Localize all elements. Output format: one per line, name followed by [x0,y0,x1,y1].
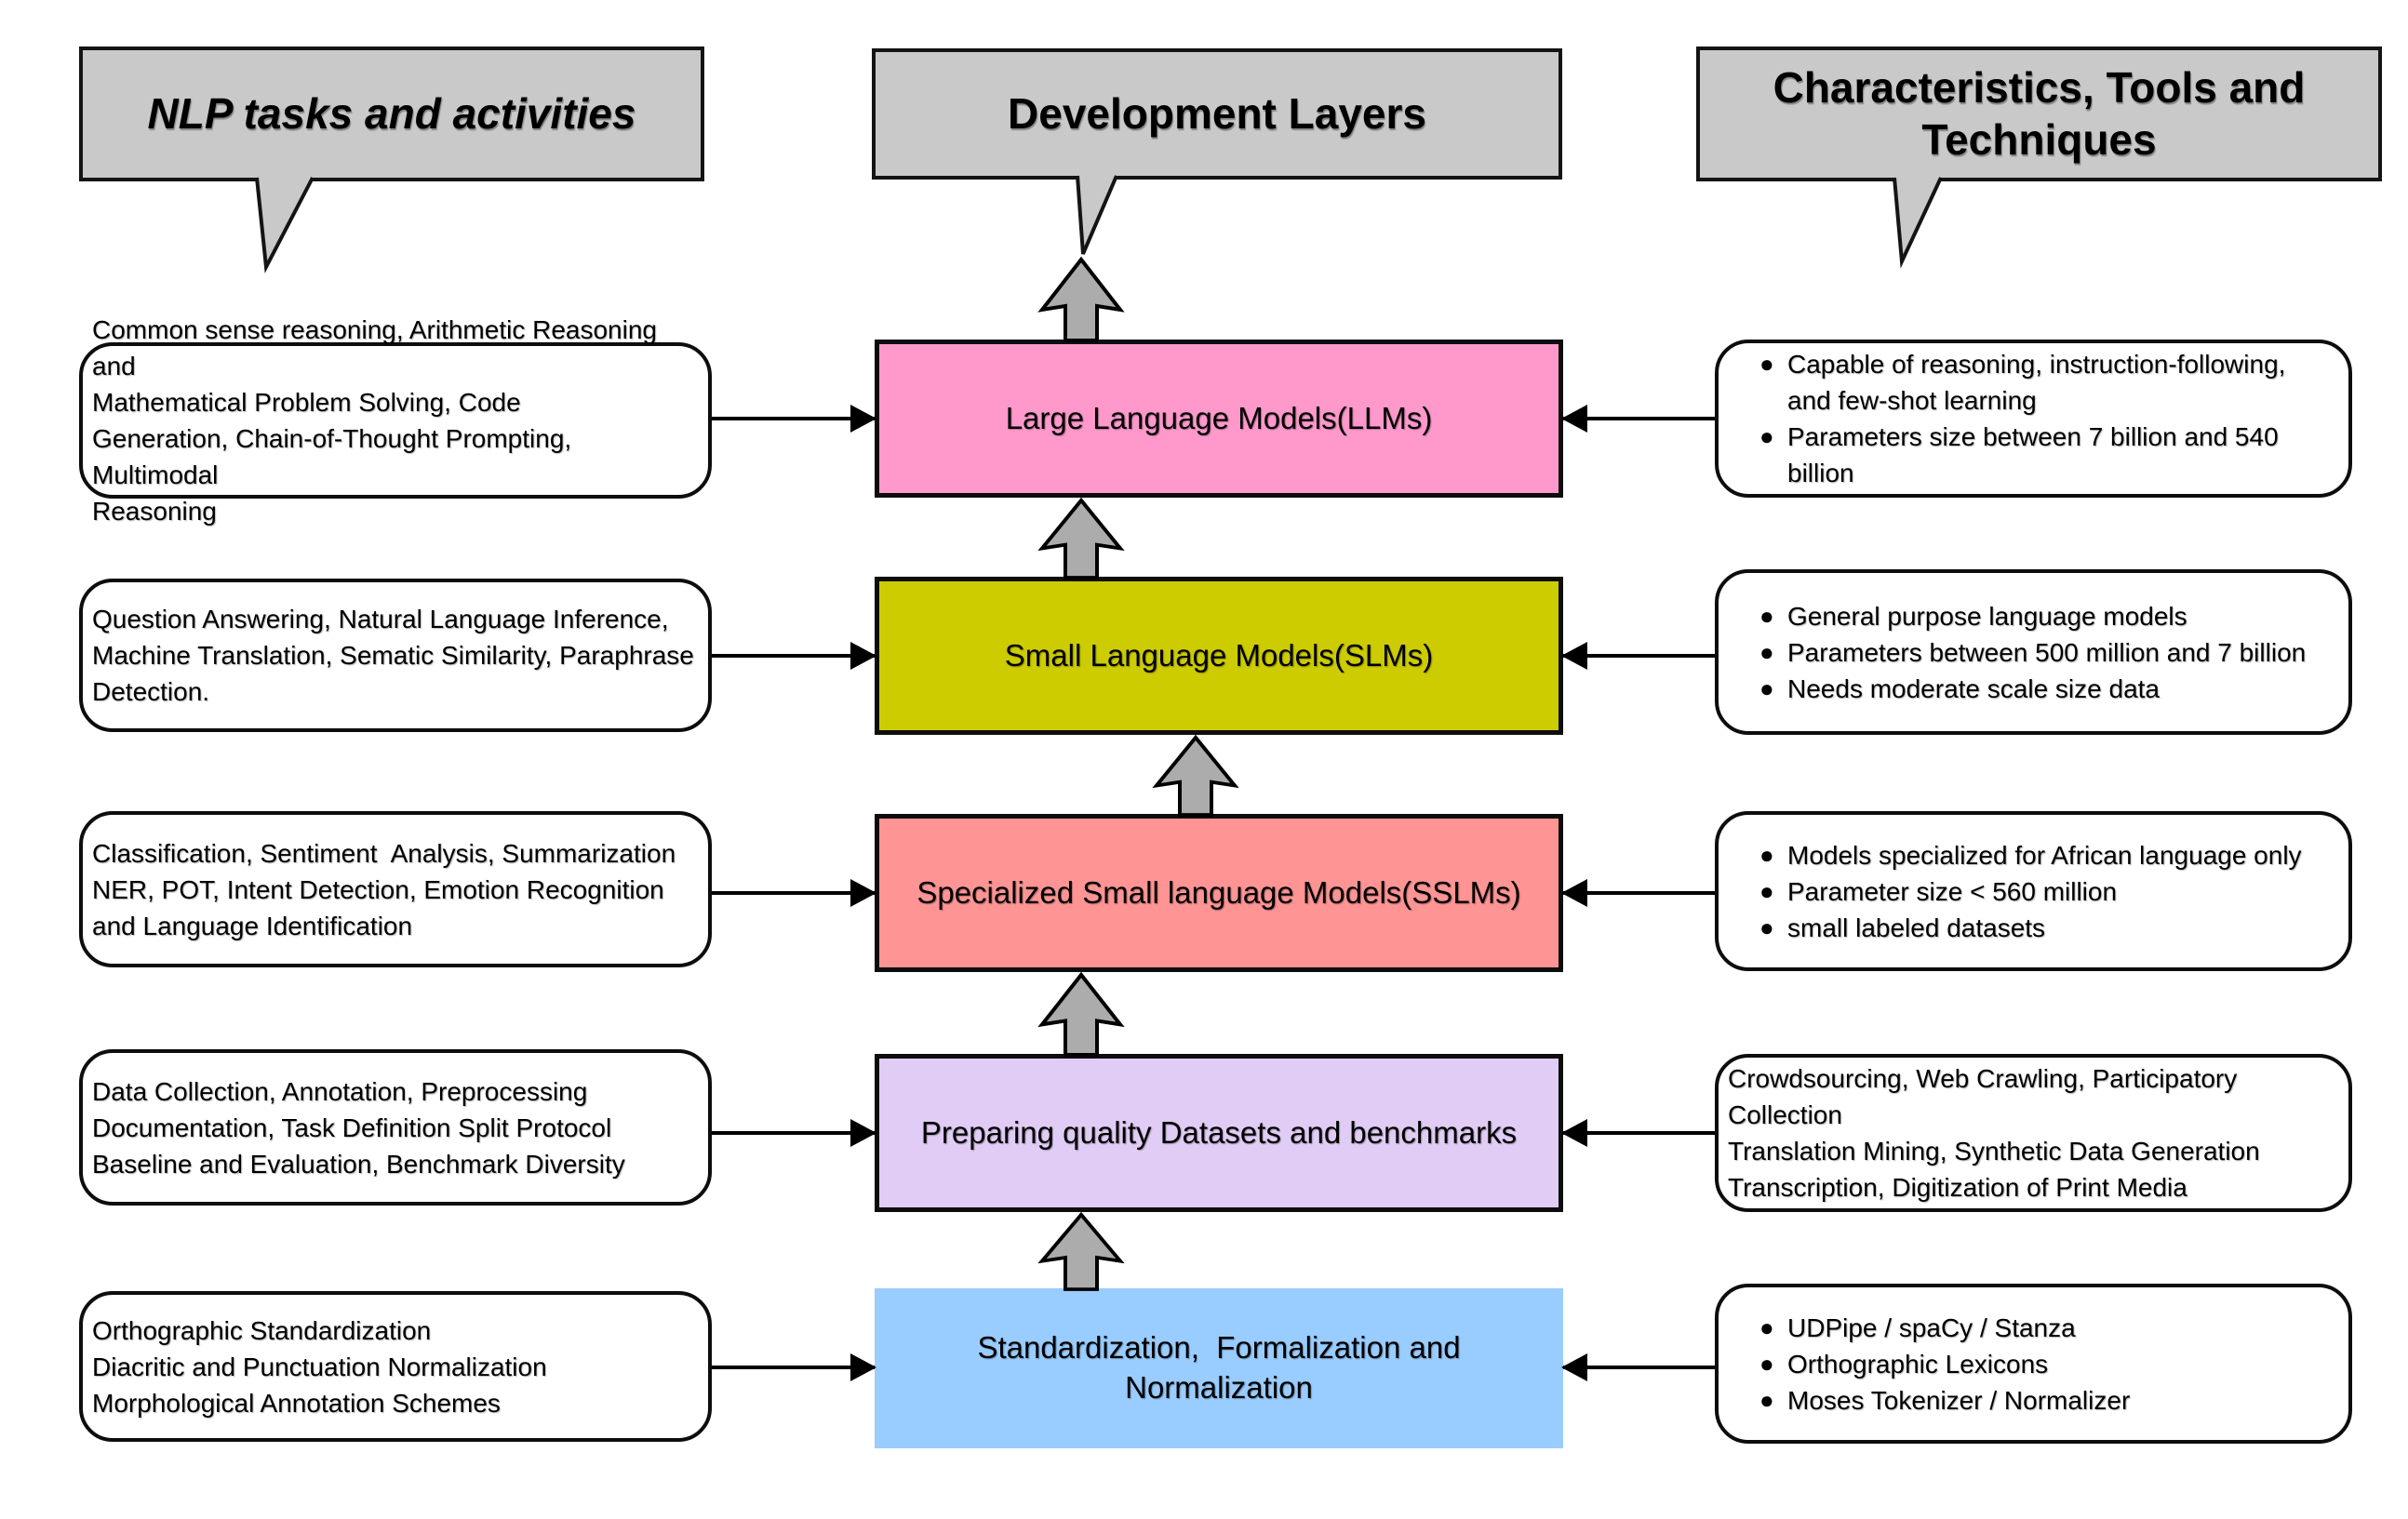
bullet-item: ● Needs moderate scale size data [1759,671,2326,707]
bullet-dot: ● [1759,637,1774,666]
center-column-header-bubble: Development Layers [872,48,1562,180]
bullet-item: ● Parameters size between 7 billion and … [1759,419,2326,491]
left-box-standardization: Orthographic Standardization Diacritic a… [79,1291,712,1442]
center-column-header-label: Development Layers [1008,88,1426,138]
right-box-datasets: Crowdsourcing, Web Crawling, Participato… [1715,1054,2352,1212]
bullet-item: ● Parameter size < 560 million [1759,873,2326,910]
bullet-item: ● Models specialized for African languag… [1759,837,2326,873]
right-box-sslms: ● Models specialized for African languag… [1715,811,2352,971]
bullet-dot: ● [1759,876,1774,905]
bullet-dot: ● [1759,422,1774,450]
left-box-datasets-line: Baseline and Evaluation, Benchmark Diver… [92,1149,625,1179]
bullet-dot: ● [1759,673,1774,702]
left-box-datasets-line: Data Collection, Annotation, Preprocessi… [92,1076,588,1106]
left-box-standardization-line: Diacritic and Punctuation Normalization [92,1352,547,1381]
right-box-standardization: ● UDPipe / spaCy / Stanza ● Orthographic… [1715,1284,2352,1444]
bullet-dot: ● [1759,1312,1774,1341]
up-arrow-standardization-to-datasets [1037,1211,1125,1291]
connector-left-slms [712,654,875,658]
connector-left-sslms [712,891,875,895]
layer-box-datasets: Preparing quality Datasets and benchmark… [875,1054,1563,1212]
layer-box-standardization: Standardization, Formalization and Norma… [875,1288,1563,1448]
bullet-item: ● small labeled datasets [1759,910,2326,946]
left-box-slms-line: Question Answering, Natural Language Inf… [92,605,669,633]
left-box-slms-line: Detection. [92,677,210,706]
up-arrow-datasets-to-sslms [1037,971,1125,1057]
left-box-llms-line: Generation, Chain-of-Thought Prompting, … [92,424,579,489]
left-box-datasets-line: Documentation, Task Definition Split Pro… [92,1113,612,1142]
bullet-dot: ● [1759,1385,1774,1414]
connector-left-standardization [712,1366,875,1369]
bullet-item: ● Moses Tokenizer / Normalizer [1759,1382,2326,1419]
bullet-dot: ● [1759,840,1774,869]
left-box-sslms-line: and Language Identification [92,911,413,940]
bullet-dot: ● [1759,1349,1774,1378]
layer-box-sslms: Specialized Small language Models(SSLMs) [875,814,1563,972]
right-box-slms: ● General purpose language models ● Para… [1715,569,2352,735]
right-box-datasets-line: Translation Mining, Synthetic Data Gener… [1728,1137,2260,1166]
layer-label-slms: Small Language Models(SLMs) [1004,637,1434,673]
connector-right-datasets [1563,1131,1715,1135]
layer-label-datasets: Preparing quality Datasets and benchmark… [920,1114,1518,1150]
connector-right-slms [1563,654,1715,658]
left-box-standardization-line: Orthographic Standardization [92,1315,432,1345]
left-column-header-label: NLP tasks and activities [147,88,636,138]
layer-box-llms: Large Language Models(LLMs) [875,340,1563,498]
bullet-dot: ● [1759,601,1774,630]
left-bubble-tail [255,177,314,273]
right-box-llms: ● Capable of reasoning, instruction-foll… [1715,340,2352,498]
bullet-item: ● General purpose language models [1759,598,2326,634]
left-box-sslms-line: NER, POT, Intent Detection, Emotion Reco… [92,874,664,904]
layer-box-slms: Small Language Models(SLMs) [875,577,1563,735]
layer-label-llms: Large Language Models(LLMs) [1005,400,1433,435]
right-column-header-label: Characteristics, Tools and Techniques [1773,63,2306,164]
left-box-standardization-line: Morphological Annotation Schemes [92,1388,501,1418]
up-arrow-sslms-to-slms [1152,734,1239,817]
bullet-item: ● Capable of reasoning, instruction-foll… [1759,346,2326,419]
left-box-llms-line: Common sense reasoning, Arithmetic Reaso… [92,315,664,380]
connector-right-standardization [1563,1366,1715,1369]
layer-label-standardization: Standardization, Formalization and Norma… [977,1330,1461,1405]
left-column-header-bubble: NLP tasks and activities [79,47,704,181]
bullet-item: ● Orthographic Lexicons [1759,1346,2326,1382]
left-box-llms-line: Mathematical Problem Solving, Code [92,388,521,417]
layer-label-sslms: Specialized Small language Models(SSLMs) [916,874,1521,910]
connector-right-sslms [1563,891,1715,895]
left-box-slms: Question Answering, Natural Language Inf… [79,579,712,732]
connector-right-llms [1563,417,1715,420]
left-box-datasets: Data Collection, Annotation, Preprocessi… [79,1049,712,1206]
right-bubble-tail [1893,177,1943,269]
left-box-llms: Common sense reasoning, Arithmetic Reaso… [79,315,712,526]
bullet-item: ● UDPipe / spaCy / Stanza [1759,1310,2326,1346]
left-box-slms-line: Machine Translation, Sematic Similarity,… [92,641,694,670]
connector-left-llms [712,417,875,420]
bullet-item: ● Parameters between 500 million and 7 b… [1759,634,2326,671]
up-arrow-slms-to-llms [1037,497,1125,580]
center-bubble-tail [1076,175,1118,255]
bullet-dot: ● [1759,350,1774,378]
left-box-sslms-line: Classification, Sentiment Analysis, Summ… [92,838,676,868]
right-box-datasets-line: Transcription, Digitization of Print Med… [1728,1173,2187,1202]
left-box-sslms: Classification, Sentiment Analysis, Summ… [79,811,712,967]
right-column-header-bubble: Characteristics, Tools and Techniques [1696,47,2382,181]
right-box-datasets-line: Crowdsourcing, Web Crawling, Participato… [1728,1064,2245,1129]
up-arrow-llms-to-header [1037,256,1125,342]
left-box-llms-line: Reasoning [92,497,217,526]
bullet-dot: ● [1759,913,1774,941]
connector-left-datasets [712,1131,875,1135]
